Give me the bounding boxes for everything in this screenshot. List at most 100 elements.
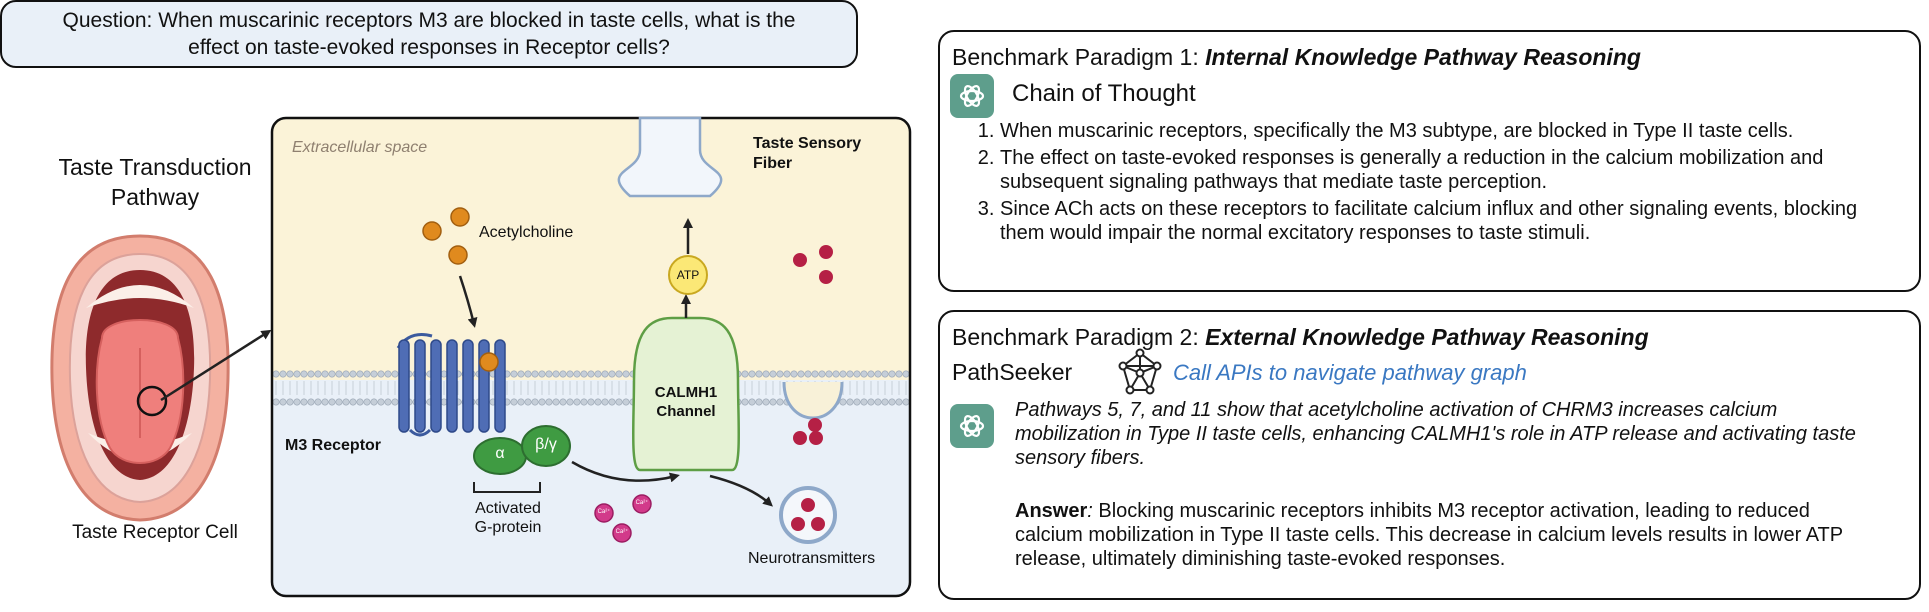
lipid-head: [377, 398, 385, 406]
lipid-head: [797, 370, 805, 378]
lipid-head: [888, 370, 896, 378]
acetylcholine-arrow: [458, 275, 478, 328]
lipid-head: [587, 398, 595, 406]
lipid-head: [573, 370, 581, 378]
lipid-head: [580, 370, 588, 378]
lipid-head: [776, 398, 784, 406]
mouth-illustration: [50, 234, 230, 522]
lipid-head: [377, 370, 385, 378]
neurotransmitter-molecule: [811, 517, 825, 531]
taste-fiber-label: Taste Sensory Fiber: [753, 135, 862, 172]
lipid-head: [370, 398, 378, 406]
lipid-head: [391, 398, 399, 406]
lipid-head: [363, 398, 371, 406]
api-description: Call APIs to navigate pathway graph: [1173, 360, 1527, 385]
lipid-head: [762, 398, 770, 406]
lipid-head: [755, 370, 763, 378]
lipid-head: [279, 370, 287, 378]
lipid-head: [846, 398, 854, 406]
atp-label: ATP: [676, 268, 700, 282]
alpha-label: α: [495, 445, 505, 462]
beta-gamma-label: β/γ: [535, 436, 557, 453]
calcium-ion-label: Ca²⁺: [597, 509, 611, 515]
lipid-head: [622, 370, 630, 378]
extracellular-region: [272, 118, 910, 380]
intracellular-calcium: [612, 523, 632, 543]
paradigm2-panel: Benchmark Paradigm 2: External Knowledge…: [938, 310, 1921, 600]
answer-label: Answer: [1015, 500, 1088, 522]
lipid-head: [608, 398, 616, 406]
lipid-head: [321, 370, 329, 378]
lipid-head: [391, 370, 399, 378]
bound-acetylcholine: [479, 352, 499, 372]
g-protein-to-channel-arrow: [571, 460, 680, 483]
calcium-ion: [819, 245, 833, 259]
pathways-evidence: Pathways 5, 7, and 11 show that acetylch…: [1015, 399, 1856, 469]
lipid-head: [552, 398, 560, 406]
lipid-head: [594, 370, 602, 378]
vesicle-neurotransmitter: [793, 431, 807, 445]
lipid-head: [608, 370, 616, 378]
lipid-head: [510, 370, 518, 378]
lipid-head: [328, 370, 336, 378]
lipid-head: [783, 370, 791, 378]
channel-label: Channel: [656, 403, 716, 420]
lipid-head: [272, 398, 280, 406]
cot-step: When muscarinic receptors, specifically …: [1000, 119, 1900, 143]
pathway-title: Taste Transduction Pathway: [58, 154, 252, 210]
lipid-head: [762, 370, 770, 378]
paradigm1-panel: Benchmark Paradigm 1: Internal Knowledge…: [938, 30, 1921, 292]
paradigm1-prefix: Benchmark Paradigm 1:: [952, 44, 1206, 70]
lipid-head: [594, 398, 602, 406]
g-protein-label: G-protein: [474, 519, 542, 536]
channel-to-neurotransmitter-arrow: [709, 474, 773, 507]
lipid-head: [293, 370, 301, 378]
lipid-head: [370, 370, 378, 378]
lipid-head: [895, 398, 903, 406]
lipid-head: [300, 398, 308, 406]
lipid-head: [853, 370, 861, 378]
lipid-head: [748, 398, 756, 406]
lipid-head: [741, 398, 749, 406]
lipid-head: [769, 370, 777, 378]
vesicle-neurotransmitter: [808, 418, 822, 432]
lipid-head: [545, 370, 553, 378]
lipid-head: [335, 370, 343, 378]
cot-step: The effect on taste-evoked responses is …: [1000, 146, 1900, 194]
activated-label: Activated: [475, 500, 541, 517]
lipid-head: [307, 398, 315, 406]
cot-step: Since ACh acts on these receptors to fac…: [1000, 197, 1900, 245]
receptor-helix: [446, 339, 458, 433]
lipid-head: [328, 398, 336, 406]
lipid-head: [286, 398, 294, 406]
lipid-head: [888, 398, 896, 406]
receptor-cell-label: Taste Receptor Cell: [72, 522, 238, 543]
receptor-helix: [414, 339, 426, 433]
lipid-head: [272, 370, 280, 378]
question-box: Question: When muscarinic receptors M3 a…: [0, 0, 858, 68]
lipid-head: [559, 370, 567, 378]
network-graph-icon: [1118, 348, 1162, 395]
g-protein-beta-gamma: [521, 425, 571, 467]
lipid-head: [440, 398, 448, 406]
cot-steps: When muscarinic receptors, specifically …: [958, 119, 1900, 248]
lipid-head: [384, 398, 392, 406]
lipid-head: [314, 398, 322, 406]
acetylcholine-molecule: [450, 207, 470, 227]
atp-molecule: [668, 255, 708, 295]
lipid-head: [356, 398, 364, 406]
extracellular-label: Extracellular space: [292, 139, 428, 156]
lipid-head: [895, 370, 903, 378]
lipid-head: [902, 398, 910, 406]
lipid-head: [825, 370, 833, 378]
neurotransmitter-molecule: [791, 517, 805, 531]
vesicle-neurotransmitter: [809, 431, 823, 445]
lipid-head: [860, 370, 868, 378]
lipid-head: [384, 370, 392, 378]
lipid-head: [335, 398, 343, 406]
lipid-head: [349, 398, 357, 406]
lipid-head: [748, 370, 756, 378]
lipid-head: [531, 398, 539, 406]
lipid-head: [881, 370, 889, 378]
lipid-head: [615, 370, 623, 378]
